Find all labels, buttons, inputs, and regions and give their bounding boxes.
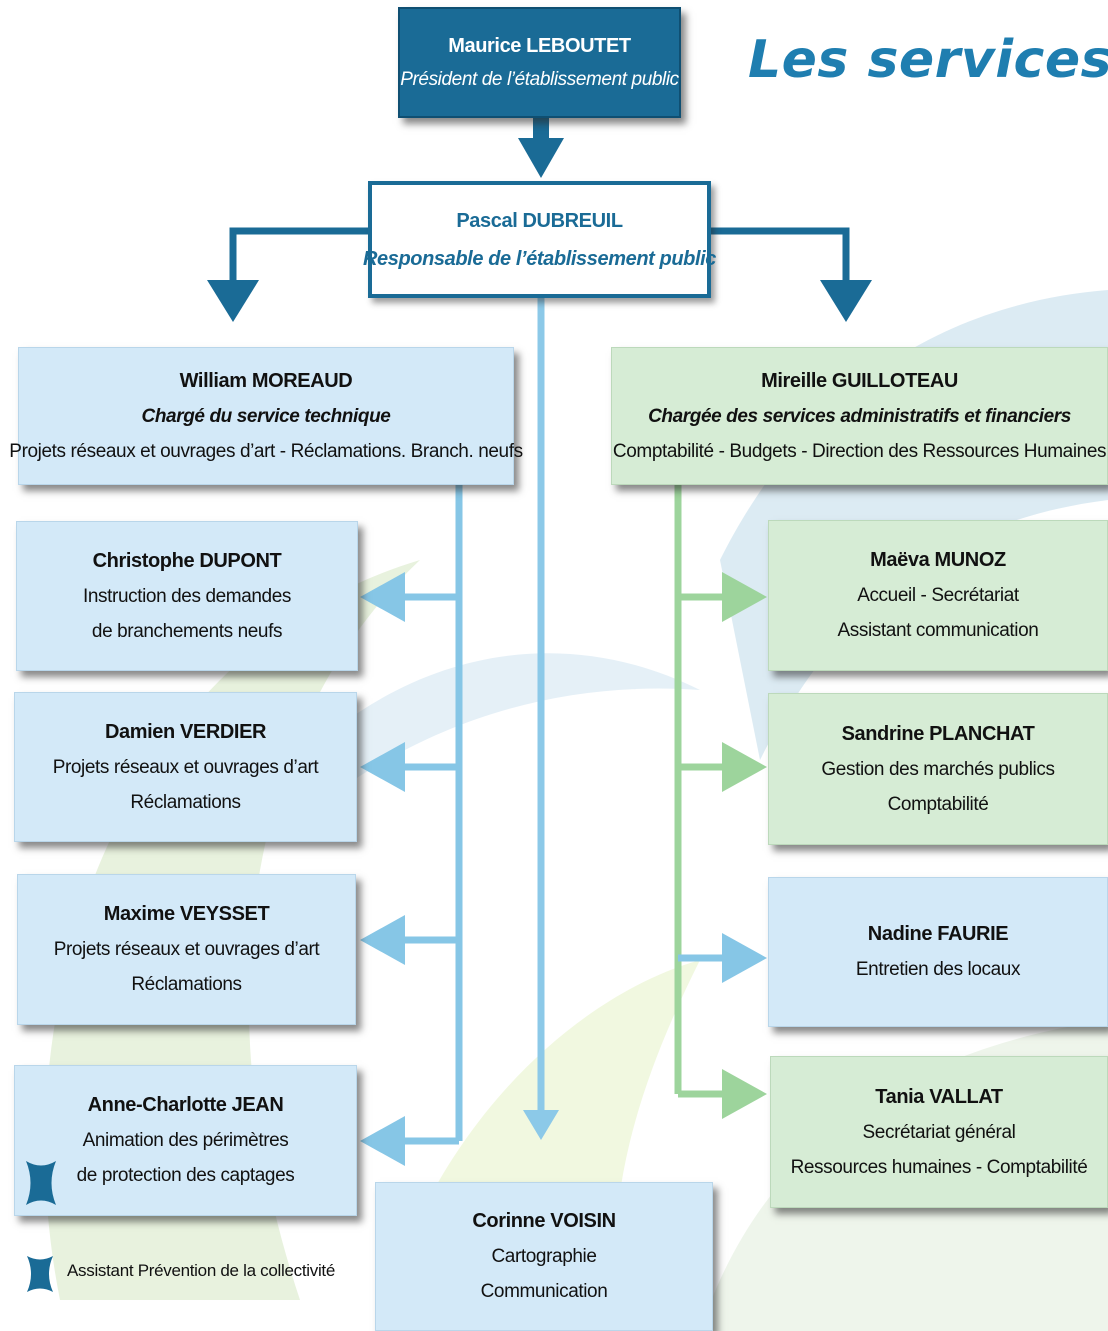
president-role: Président de l’établissement public — [400, 68, 679, 90]
staff-name: Maxime VEYSSET — [103, 903, 270, 925]
staff-task: Accueil - Secrétariat — [857, 585, 1019, 606]
staff-box-faurie: Nadine FAURIE Entretien des locaux — [768, 877, 1108, 1027]
prevention-assistant-icon — [26, 1161, 56, 1205]
legend-text: Assistant Prévention de la collectivité — [67, 1261, 335, 1280]
admin-head-name: Mireille GUILLOTEAU — [761, 369, 958, 392]
staff-task: Réclamations — [130, 791, 241, 813]
arrow-to-faurie — [722, 933, 767, 983]
staff-box-vallat: Tania VALLAT Secrétariat général Ressour… — [770, 1056, 1108, 1208]
legend-prevention-icon — [27, 1256, 53, 1292]
arrow-to-dupont — [360, 572, 405, 622]
director-admin-connector — [710, 227, 850, 292]
arrow-to-munoz — [722, 572, 767, 622]
staff-name: Maëva MUNOZ — [870, 549, 1006, 571]
staff-name: Anne-Charlotte JEAN — [87, 1094, 284, 1116]
staff-task: Comptabilité — [887, 793, 989, 815]
director-box: Pascal DUBREUIL Responsable de l’établis… — [363, 181, 716, 298]
direct-report-box-voisin: Corinne VOISIN Cartographie Communicatio… — [375, 1182, 713, 1331]
staff-task: Gestion des marchés publics — [821, 758, 1055, 780]
staff-task: Instruction des demandes — [83, 585, 291, 607]
staff-name: Tania VALLAT — [875, 1085, 1003, 1108]
staff-task: Ressources humaines - Comptabilité — [790, 1156, 1088, 1178]
admin-head-box: Mireille GUILLOTEAU Chargée des services… — [611, 347, 1108, 485]
admin-head-description: Comptabilité - Budgets - Direction des R… — [612, 440, 1107, 462]
staff-box-veysset: Maxime VEYSSET Projets réseaux et ouvrag… — [17, 874, 356, 1025]
director-role: Responsable de l’établissement public — [362, 247, 717, 270]
staff-task: de branchements neufs — [91, 620, 283, 642]
arrow-to-veysset — [360, 915, 405, 965]
technical-head-name: William MOREAUD — [179, 369, 353, 392]
admin-head-role: Chargée des services administratifs et f… — [648, 405, 1071, 427]
president-box: Maurice LEBOUTET Président de l’établiss… — [398, 7, 681, 118]
president-name: Maurice LEBOUTET — [448, 34, 631, 57]
president-director-arrow — [518, 138, 564, 178]
staff-box-dupont: Christophe DUPONT Instruction des demand… — [16, 521, 358, 671]
staff-task: Secrétariat général — [862, 1121, 1016, 1143]
staff-task: Réclamations — [131, 974, 242, 995]
staff-name: Corinne VOISIN — [472, 1210, 616, 1232]
staff-task: Projets réseaux et ouvrages d’art — [53, 939, 320, 960]
staff-name: Damien VERDIER — [104, 720, 267, 743]
director-technical-arrow — [207, 280, 259, 322]
staff-task: de protection des captages — [76, 1165, 295, 1186]
arrow-to-verdier — [360, 742, 405, 792]
staff-task: Entretien des locaux — [855, 959, 1021, 980]
staff-name: Sandrine PLANCHAT — [841, 722, 1035, 745]
staff-task: Assistant communication — [837, 620, 1039, 641]
director-technical-connector — [229, 227, 372, 292]
staff-task: Cartographie — [491, 1246, 597, 1267]
staff-box-jean: Anne-Charlotte JEAN Animation des périmè… — [14, 1065, 357, 1216]
arrow-to-jean — [360, 1116, 405, 1166]
staff-name: Nadine FAURIE — [867, 923, 1009, 945]
staff-name: Christophe DUPONT — [92, 549, 282, 572]
staff-box-planchat: Sandrine PLANCHAT Gestion des marchés pu… — [768, 693, 1108, 845]
staff-box-munoz: Maëva MUNOZ Accueil - Secrétariat Assist… — [768, 520, 1108, 671]
director-admin-arrow — [820, 280, 872, 322]
director-name: Pascal DUBREUIL — [456, 209, 623, 232]
technical-head-box: William MOREAUD Chargé du service techni… — [9, 347, 523, 485]
staff-task: Projets réseaux et ouvrages d’art — [52, 756, 319, 778]
arrow-to-planchat — [722, 742, 767, 792]
page-title: Les services — [748, 30, 1108, 90]
technical-head-role: Chargé du service technique — [141, 405, 391, 427]
technical-head-description: Projets réseaux et ouvrages d’art - Récl… — [9, 440, 523, 462]
staff-box-verdier: Damien VERDIER Projets réseaux et ouvrag… — [14, 692, 357, 842]
arrow-to-vallat — [722, 1069, 767, 1119]
staff-task: Animation des périmètres — [82, 1130, 289, 1151]
staff-task: Communication — [480, 1281, 608, 1302]
director-voisin-arrow — [523, 1110, 559, 1140]
